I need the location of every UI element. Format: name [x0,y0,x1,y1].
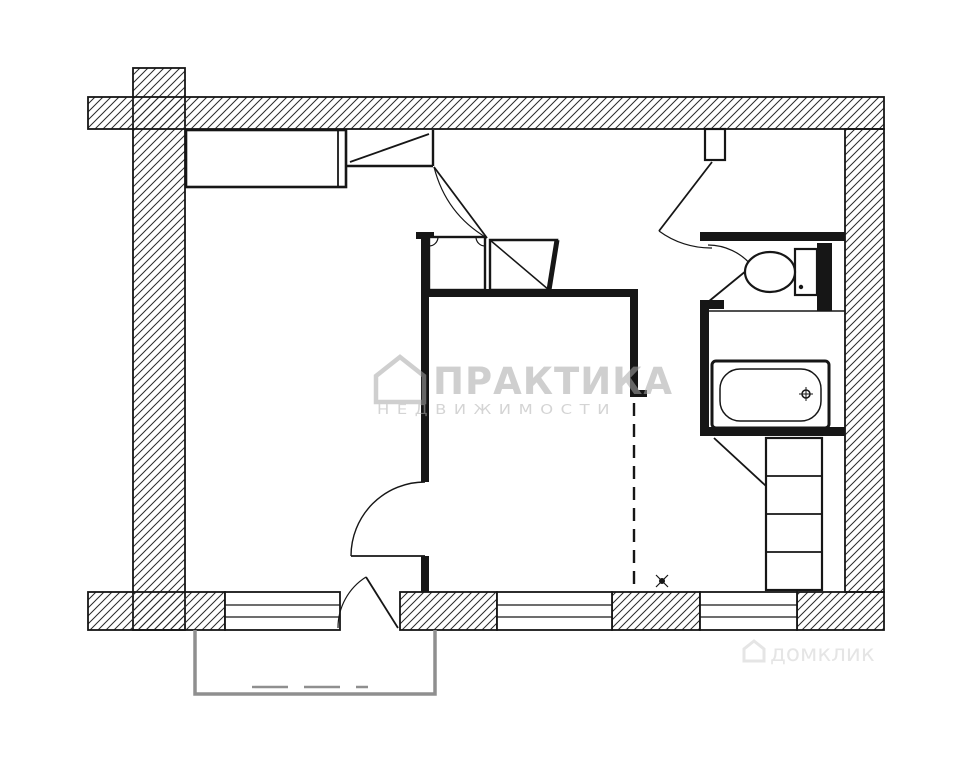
bottom-wall-segment [611,591,701,631]
stove-hinge-arc [475,236,486,247]
door-swing-arc [337,576,367,629]
vent-symbol [655,574,669,588]
kitchen-right-wall [630,289,638,397]
corner-watermark: домклик [742,639,875,667]
window-right [699,591,798,631]
door-swing-arc [350,481,426,557]
bathroom [700,232,845,436]
storage-shelves [713,436,824,592]
closet-wardrobe [184,128,435,189]
kitchen-left-wall [421,236,429,482]
windows [224,591,798,631]
kitchen-right-wall-foot [630,390,647,397]
door-leaf [365,576,399,629]
toilet-dot [798,284,804,290]
center-watermark: ПРАКТИКА НЕДВИЖИМОСТИ [373,354,673,418]
room-door [350,481,426,557]
sink-cabinet-diagonal [489,239,550,291]
wall-pilaster [703,127,727,162]
bathroom-top-wall [700,232,845,241]
bathroom-wall-stub [700,300,724,309]
watermark-corner-text: домклик [770,641,875,667]
exterior-walls [87,67,885,631]
watermark-title: ПРАКТИКА [433,360,673,403]
toilet-bowl [743,250,797,294]
kitchen-door [433,166,488,239]
wardrobe-door-leaf [349,133,430,163]
partition-bottom-stub [421,556,429,592]
window-center [496,591,613,631]
house-icon [742,639,766,663]
stove-hinge-arc [428,236,439,247]
window-left [224,591,341,631]
door-swing-arc [433,166,488,239]
bottom-wall-segment [796,591,885,631]
sink-cabinet-edge [546,239,560,291]
door-leaf [433,166,488,239]
watermark-subtitle: НЕДВИЖИМОСТИ [377,403,617,418]
left-wall [132,67,186,631]
doors [337,161,753,629]
bathtub [710,359,831,430]
partition-cap [416,232,434,239]
stove [427,235,487,292]
balcony-outline [193,630,437,696]
storage-door-leaf [713,437,767,487]
interior-partitions [416,232,647,592]
bathtub-drain-cross [799,387,813,401]
bathtub-inner [719,368,822,422]
balcony-door [337,576,399,629]
bottom-wall-segment [399,591,498,631]
right-wall [844,128,885,593]
door-swing-arc [658,230,713,249]
toilet [743,247,819,297]
door-leaf [658,161,713,232]
house-icon [373,354,427,405]
balcony [193,630,437,696]
kitchen-fixtures [427,235,560,292]
bathroom-bottom-wall [700,427,845,436]
toilet-tank [793,247,819,297]
top-wall [87,96,885,130]
corridor-door [658,161,713,249]
bathroom-left-wall [700,300,709,436]
bottom-wall-segment [87,591,226,631]
bathtub-outer [710,359,831,430]
sink-cabinet [488,238,560,292]
utility-shaft [817,243,832,311]
built-in-closet [184,128,348,189]
kitchen-counter-wall [421,289,638,297]
